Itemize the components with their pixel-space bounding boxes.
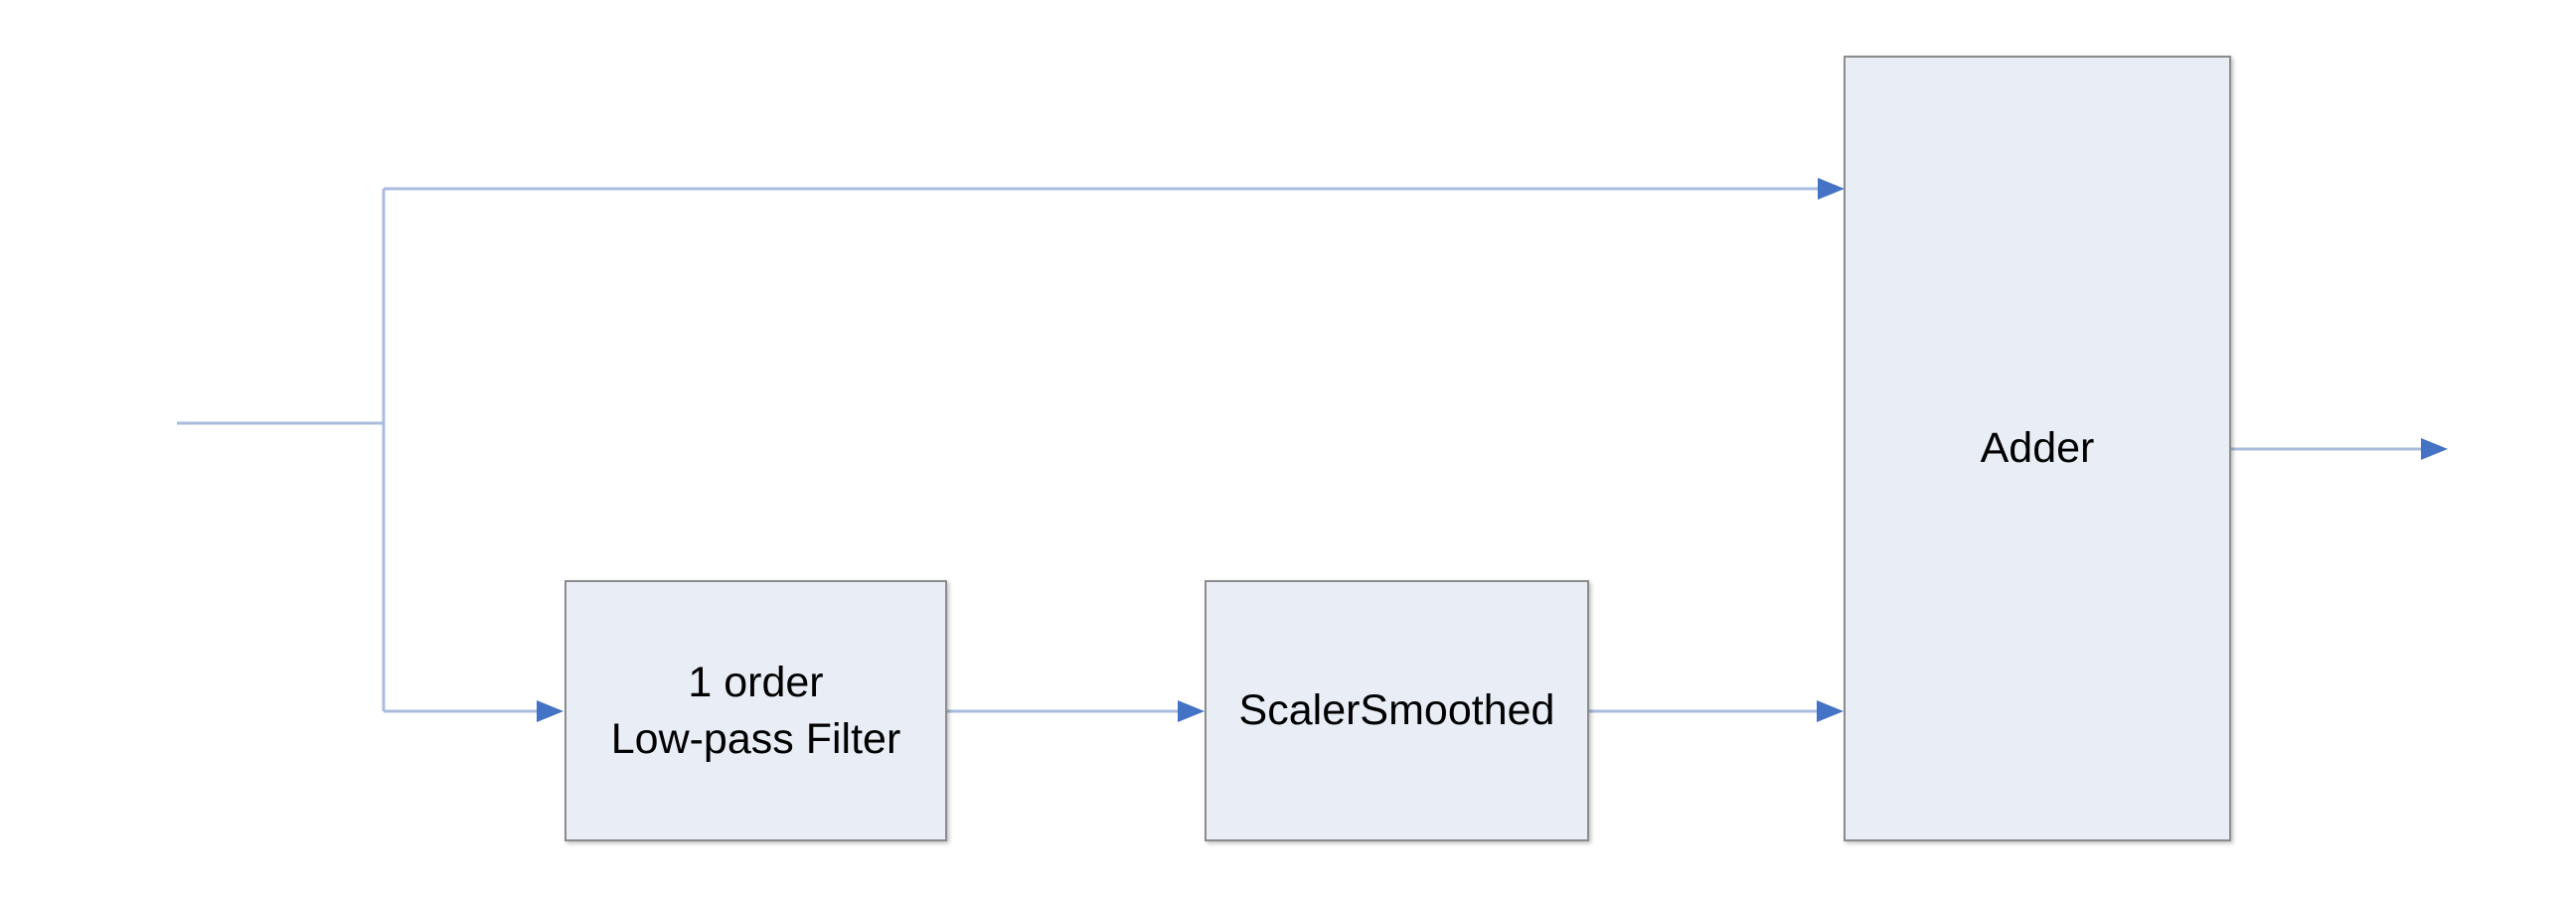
block-adder-label: Adder: [1980, 424, 2095, 473]
block-lowpass-filter: 1 order Low-pass Filter: [564, 580, 947, 841]
connector-branch-to-lowpass: [384, 700, 564, 722]
arrowhead-adder-top-input-icon: [1818, 178, 1845, 200]
connector-lowpass-to-scaler: [947, 700, 1205, 722]
arrowhead-adder-bottom-input-icon: [1817, 700, 1844, 722]
arrowhead-scaler-input-icon: [1178, 700, 1205, 722]
connector-scaler-to-adder: [1589, 700, 1844, 722]
block-adder: Adder: [1844, 56, 2231, 841]
connector-adder-output: [2231, 438, 2448, 460]
block-scaler-smoothed: ScalerSmoothed: [1205, 580, 1589, 841]
block-lowpass-filter-label-line1: 1 order: [688, 658, 824, 706]
connector-input-to-adder-top: [384, 178, 1845, 200]
block-lowpass-filter-label-line2: Low-pass Filter: [610, 714, 901, 763]
block-scaler-smoothed-label: ScalerSmoothed: [1238, 686, 1555, 735]
arrowhead-output-icon: [2421, 438, 2448, 460]
arrowhead-lowpass-input-icon: [537, 700, 564, 722]
